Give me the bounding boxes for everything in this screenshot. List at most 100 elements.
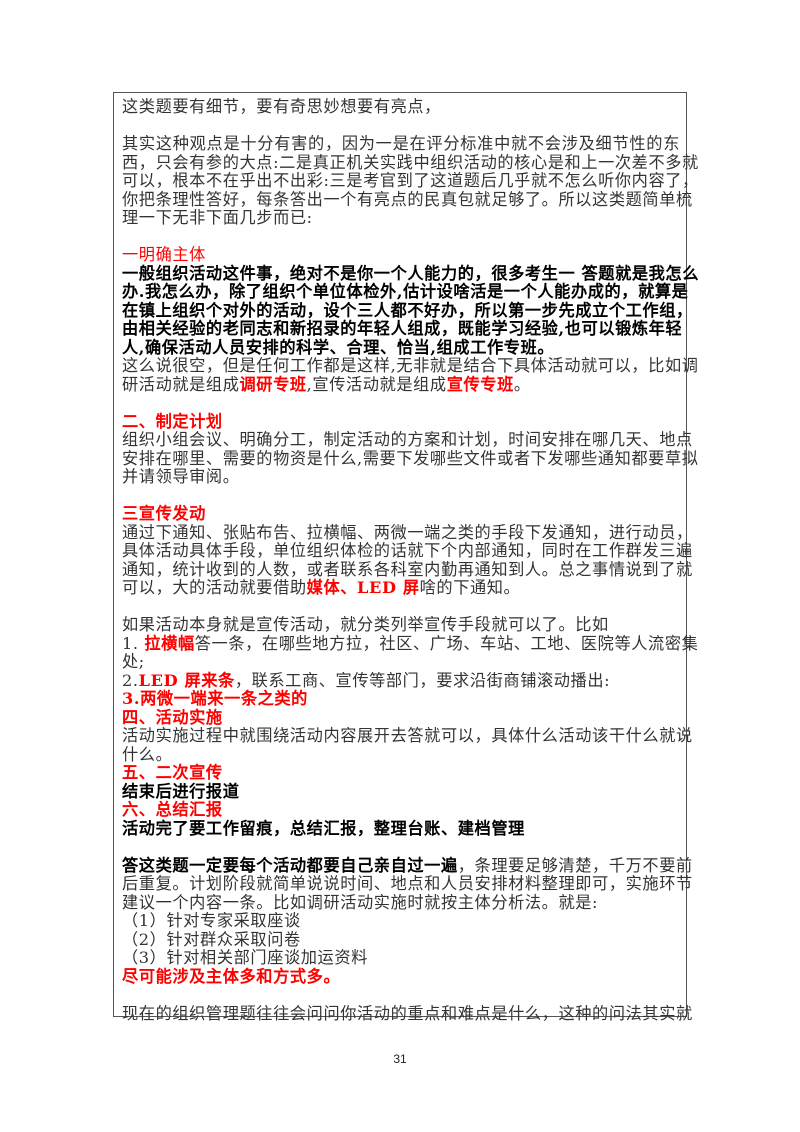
text-line: 组织小组会议、明确分工，制定活动的方案和计划，时间安排在哪几天、地点 — [122, 430, 692, 450]
blank-line — [122, 394, 680, 413]
text-run: 这类题要有细节，要有奇思妙想要有亮点， — [122, 97, 441, 116]
text-line: 五、二次宣传 — [122, 763, 680, 783]
text-line: 西，只会有参的大点:二是真正机关实践中组织活动的核心是和上一次差不多就 — [122, 153, 698, 173]
text-line: 2.LED 屏来条，联系工商、宣传等部门，要求沿街商铺滚动播出: — [122, 670, 680, 691]
text-line: 答这类题一定要每个活动都要自己亲自过一遍，条理要足够清楚，千万不要前 — [122, 855, 692, 876]
text-line: 1. 拉横幅答一条，在哪些地方拉，社区、广场、车站、工地、医院等人流密集 — [122, 633, 698, 654]
text-run: 可以，根本不在乎出不出彩:三是考官到了这道题后几乎就不怎么听你内容了， — [122, 171, 699, 190]
text-line: 可以，根本不在乎出不出彩:三是考官到了这道题后几乎就不怎么听你内容了， — [122, 171, 698, 191]
text-line: 办.我怎么办，除了组织个单位体检外,估计设啥活是一个人能办成的，就算是 — [122, 282, 688, 302]
highlight-text-run: 二、制定计划 — [122, 411, 223, 431]
text-run: 安排在哪里、需要的物资是什么,需要下发哪些文件或者下发哪些通知都要草拟 — [122, 448, 699, 468]
text-line: 建议一个内容一条。比如调研活动实施时就按主体分析法。就是: — [122, 892, 680, 913]
text-line: 在镇上组织个对外的活动，设个三人都不好办，所以第一步先成立个工作组， — [122, 301, 692, 321]
blank-line — [122, 838, 680, 857]
text-line: 具体活动具体手段，单位组织体检的话就下个内部通知，同时在工作群发三遍 — [122, 541, 692, 561]
highlight-text-run: 调研专班 — [239, 374, 307, 394]
text-line: 其实这种观点是十分有害的，因为一是在评分标准中就不会涉及细节性的东 — [122, 134, 680, 154]
highlight-text-run: 宣传专班 — [446, 374, 514, 394]
bold-text-run: 活动完了要工作留痕，总结汇报，整理台账、建档管理 — [122, 818, 525, 838]
text-line: 一明确主体 — [122, 245, 680, 265]
blank-line — [122, 598, 680, 617]
highlight-text-run: 六、总结汇报 — [122, 800, 223, 819]
highlight-text-run: 一明确主体 — [122, 245, 206, 264]
text-line: 四、活动实施 — [122, 707, 680, 728]
text-line: 3.两微一端来一条之类的 — [122, 689, 680, 709]
text-run: 1. — [122, 633, 145, 653]
text-run: 其实这种观点是十分有害的，因为一是在评分标准中就不会涉及细节性的东 — [122, 134, 680, 153]
blank-line — [122, 117, 680, 136]
text-run: ，联系工商、宣传等部门，要求沿街商铺滚动播出: — [234, 670, 611, 690]
text-run: 并请领导审阅。 — [122, 467, 240, 486]
text-line: 通知，统计收到的人数，或者联系各科室内勤再通知到人。总之事情说到了就 — [122, 560, 692, 580]
text-line: 六、总结汇报 — [122, 800, 680, 820]
text-line: 活动完了要工作留痕，总结汇报，整理台账、建档管理 — [122, 818, 680, 839]
bold-text-run: 人,确保活动人员安排的科学、合理、恰当,组成工作专班。 — [122, 337, 555, 357]
text-line: 这类题要有细节，要有奇思妙想要有亮点， — [122, 97, 680, 117]
text-line: 你把条理性答好，每条答出一个有亮点的民真包就足够了。所以这类题简单梳 — [122, 190, 692, 210]
text-run: 处; — [122, 652, 145, 671]
text-run: ，条理要足够清楚，千万不要前 — [457, 855, 693, 875]
text-run: （2）针对群众采取问卷 — [122, 929, 301, 949]
blank-line — [122, 986, 680, 1005]
text-run: 具体活动具体手段，单位组织体检的话就下个内部通知，同时在工作群发三遍 — [122, 541, 693, 560]
text-line: 可以，大的活动就要借助媒体、LED 屏啥的下通知。 — [122, 578, 680, 598]
text-run: 。 — [513, 374, 531, 394]
text-run: 这么说很空，但是任何工作都是这样,无非就是结合下具体活动就可以，比如调 — [122, 356, 699, 375]
blank-line — [122, 228, 680, 247]
text-run: 你把条理性答好，每条答出一个有亮点的民真包就足够了。所以这类题简单梳 — [122, 189, 693, 209]
text-line: （3）针对相关部门座谈加运资料 — [122, 948, 680, 968]
text-run: 可以，大的活动就要借助 — [122, 578, 307, 597]
text-line: 人,确保活动人员安排的科学、合理、恰当,组成工作专班。 — [122, 337, 680, 358]
text-run: （1）针对专家采取座谈 — [122, 911, 301, 930]
text-run: 2. — [122, 670, 139, 690]
text-line: 二、制定计划 — [122, 411, 680, 432]
highlight-text-run: 尽可能涉及主体多和方式多。 — [122, 966, 341, 986]
blank-line — [122, 487, 680, 506]
highlight-text-run: 3.两微一端来一条之类的 — [122, 689, 308, 708]
text-line: 结束后进行报道 — [122, 781, 680, 802]
text-run: 活动实施过程中就围绕活动内容展开去答就可以，具体什么活动该干什么就说 — [122, 726, 693, 745]
text-line: 由相关经验的老同志和新招录的年轻人组成，既能学习经验,也可以锻炼年轻 — [122, 319, 682, 339]
text-run: 建议一个内容一条。比如调研活动实施时就按主体分析法。就是: — [122, 892, 599, 912]
text-line: 研活动就是组成调研专班,宣传活动就是组成宣传专班。 — [122, 374, 680, 395]
text-line: 这么说很空，但是任何工作都是这样,无非就是结合下具体活动就可以，比如调 — [122, 356, 698, 376]
text-line: 通过下通知、张贴布告、拉横幅、两微一端之类的手段下发通知，进行动员， — [122, 523, 692, 543]
text-line: 处; — [122, 652, 680, 672]
highlight-text-run: 媒体、LED 屏 — [306, 578, 420, 597]
bold-text-run: 一般组织活动这件事，绝对不是你一个人能力的，很多考生一 答题就是我怎么 — [122, 263, 700, 283]
text-line: 三宣传发动 — [122, 504, 680, 524]
text-run: 研活动就是组成 — [122, 374, 240, 394]
text-line: 安排在哪里、需要的物资是什么,需要下发哪些文件或者下发哪些通知都要草拟 — [122, 449, 698, 469]
text-run: 西，只会有参的大点:二是真正机关实践中组织活动的核心是和上一次差不多就 — [122, 152, 699, 172]
highlight-text-run: LED 屏来条 — [138, 670, 235, 690]
text-run: 什么。 — [122, 744, 173, 764]
bold-text-run: 在镇上组织个对外的活动，设个三人都不好办，所以第一步先成立个工作组， — [122, 300, 693, 320]
text-run: 啥的下通知。 — [419, 578, 521, 597]
text-run: 通过下通知、张贴布告、拉横幅、两微一端之类的手段下发通知，进行动员， — [122, 522, 693, 542]
text-run: 理一下无非下面几步而已: — [122, 208, 313, 227]
bold-text-run: 办.我怎么办，除了组织个单位体检外,估计设啥活是一个人能办成的，就算是 — [122, 282, 689, 301]
text-run: 如果活动本身就是宣传活动，就分类列举宣传手段就可以了。比如 — [122, 615, 609, 634]
text-run: 组织小组会议、明确分工，制定活动的方案和计划，时间安排在哪几天、地点 — [122, 430, 693, 449]
text-line: 后重复。计划阶段就简单说说时间、地点和人员安排材料整理即可，实施环节 — [122, 874, 692, 894]
text-run: 现在的组织管理题往往会问问你活动的重点和难点是什么，这种的问法其实就 — [122, 1003, 693, 1023]
page-number: 31 — [393, 1052, 407, 1066]
document-body: 这类题要有细节，要有奇思妙想要有亮点， 其实这种观点是十分有害的，因为一是在评分标… — [122, 97, 698, 1024]
text-line: 现在的组织管理题往往会问问你活动的重点和难点是什么，这种的问法其实就 — [122, 1004, 692, 1024]
text-line: 一般组织活动这件事，绝对不是你一个人能力的，很多考生一 答题就是我怎么 — [122, 264, 698, 284]
text-run: 答一条，在哪些地方拉，社区、广场、车站、工地、医院等人流密集 — [194, 633, 699, 653]
text-run: 通知，统计收到的人数，或者联系各科室内勤再通知到人。总之事情说到了就 — [122, 559, 693, 579]
bold-text-run: 答这类题一定要每个活动都要自己亲自过一遍 — [122, 855, 458, 875]
highlight-text-run: 四、活动实施 — [122, 707, 223, 727]
highlight-text-run: 拉横幅 — [144, 633, 195, 653]
text-line: （1）针对专家采取座谈 — [122, 911, 680, 931]
text-line: （2）针对群众采取问卷 — [122, 929, 680, 950]
text-line: 尽可能涉及主体多和方式多。 — [122, 966, 680, 987]
text-line: 理一下无非下面几步而已: — [122, 208, 680, 228]
bold-text-run: 结束后进行报道 — [122, 781, 240, 801]
content-table-cell: 这类题要有细节，要有奇思妙想要有亮点， 其实这种观点是十分有害的，因为一是在评分标… — [113, 92, 698, 1022]
highlight-text-run: 三宣传发动 — [122, 504, 206, 523]
text-line: 活动实施过程中就围绕活动内容展开去答就可以，具体什么活动该干什么就说 — [122, 726, 692, 746]
highlight-text-run: 五、二次宣传 — [122, 763, 223, 782]
